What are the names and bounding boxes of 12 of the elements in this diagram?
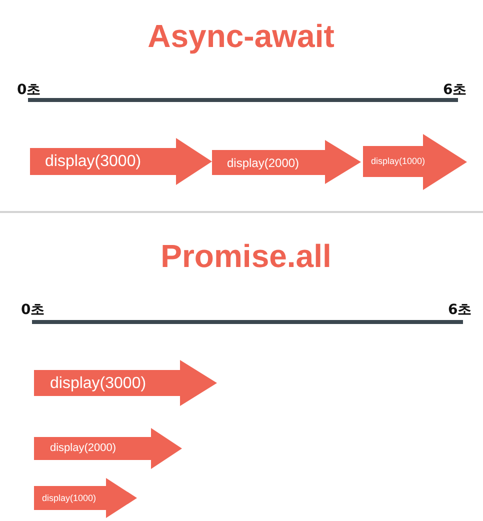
axis-label: 0초 bbox=[21, 302, 45, 318]
axis-label: 0초 bbox=[17, 82, 41, 98]
axis-label: 6초 bbox=[448, 302, 472, 318]
function-call-label: display(2000) bbox=[50, 442, 116, 455]
axis-label: 6초 bbox=[443, 82, 467, 98]
section-title: Promise.all bbox=[160, 238, 332, 274]
function-call-label: display(1000) bbox=[371, 156, 426, 167]
function-call-label: display(2000) bbox=[227, 156, 300, 170]
section-title: Async-await bbox=[148, 18, 334, 54]
function-call-label: display(3000) bbox=[50, 374, 146, 392]
function-call-label: display(3000) bbox=[45, 152, 142, 171]
function-call-label: display(1000) bbox=[42, 492, 96, 504]
